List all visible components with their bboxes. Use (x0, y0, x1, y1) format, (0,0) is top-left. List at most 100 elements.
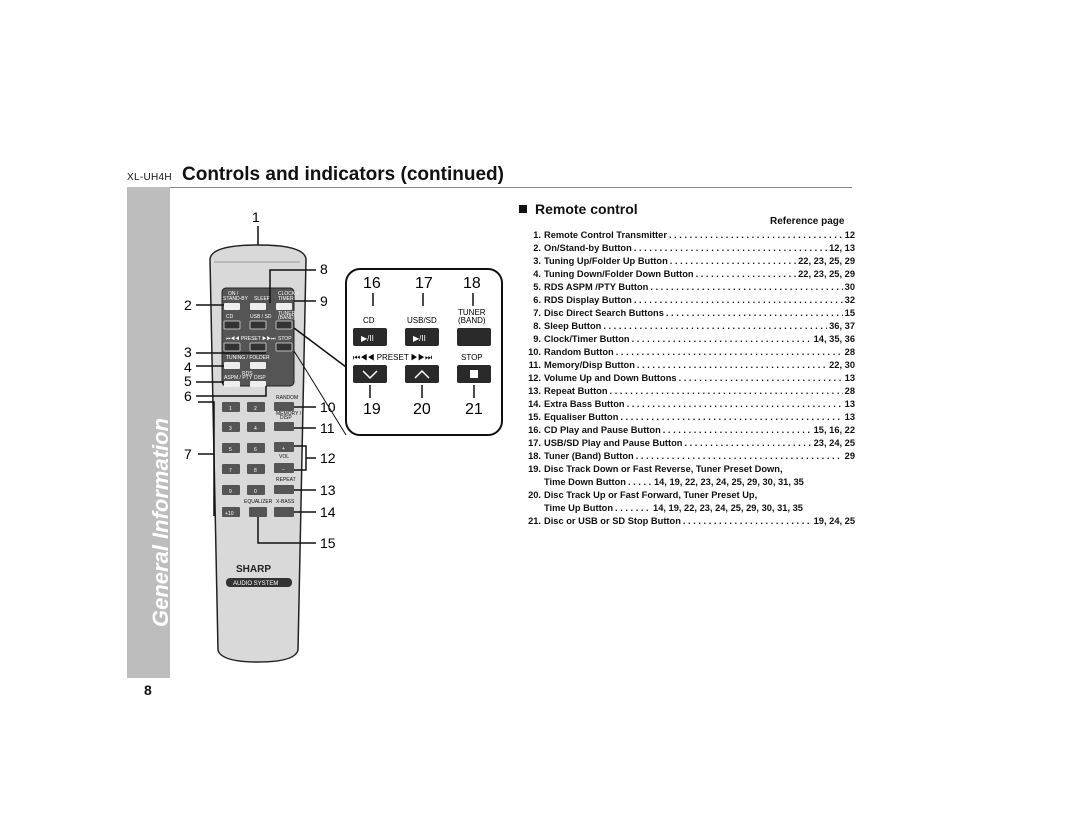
svg-text:▶/II: ▶/II (413, 334, 426, 343)
svg-text:ASPM / PTY: ASPM / PTY (224, 375, 253, 381)
svg-text:RDS: RDS (242, 371, 253, 377)
callout-19: 19 (363, 401, 381, 418)
callout-13: 13 (320, 482, 336, 498)
svg-text:⏮◀◀ PRESET ▶▶⏭: ⏮◀◀ PRESET ▶▶⏭ (226, 336, 276, 342)
remote-control-illustration: ON / STAND-BY SLEEP CLOCK / TIMER CD USB… (184, 209, 347, 663)
list-item: 13.Repeat Button28 (525, 385, 855, 398)
tuning-down-button[interactable] (224, 362, 240, 369)
svg-text:8: 8 (254, 468, 257, 474)
svg-text:−: − (282, 467, 285, 473)
sleep-button[interactable] (250, 303, 266, 310)
list-item: 5.RDS ASPM /PTY Button30 (525, 281, 855, 294)
svg-text:DISP: DISP (254, 375, 266, 381)
svg-text:CLOCK /: CLOCK / (278, 291, 299, 297)
inset-preset-up[interactable] (405, 365, 439, 383)
callout-12: 12 (320, 450, 336, 466)
svg-text:TUNING / FOLDER: TUNING / FOLDER (226, 355, 270, 361)
usb-play-pause-button[interactable] (249, 320, 267, 330)
chevron-down-icon (362, 370, 378, 380)
list-item: 10.Random Button28 (525, 346, 855, 359)
list-item: 4.Tuning Down/Folder Down Button22, 23, … (525, 268, 855, 281)
random-button[interactable] (274, 402, 294, 411)
chevron-up-icon (414, 369, 430, 379)
callout-6: 6 (184, 388, 192, 404)
svg-text:3: 3 (229, 426, 232, 432)
callout-4: 4 (184, 359, 192, 375)
rds-disp-button[interactable] (250, 381, 266, 387)
svg-text:DISP: DISP (280, 415, 292, 421)
digit-pad: 1 2 3 4 5 6 7 8 9 0 +10 (222, 402, 265, 517)
callout-21: 21 (465, 401, 483, 418)
tuner-band-button[interactable] (275, 320, 293, 330)
svg-text:TIMER: TIMER (278, 296, 294, 302)
svg-text:⏮◀◀ PRESET ▶▶⏭: ⏮◀◀ PRESET ▶▶⏭ (353, 353, 432, 362)
list-item-continuation: Time Down Button14, 19, 22, 23, 24, 25, … (525, 476, 855, 489)
list-item: 15.Equaliser Button13 (525, 411, 855, 424)
volume-down-button[interactable] (274, 463, 294, 473)
svg-text:AUDIO SYSTEM: AUDIO SYSTEM (233, 581, 278, 587)
svg-text:STAND-BY: STAND-BY (223, 296, 249, 302)
callout-17: 17 (415, 275, 433, 292)
list-item: 2.On/Stand-by Button12, 13 (525, 242, 855, 255)
reference-page-header: Reference page (770, 216, 845, 227)
list-item: 9.Clock/Timer Button14, 35, 36 (525, 333, 855, 346)
svg-text:(BAND): (BAND) (458, 316, 486, 325)
memory-disp-button[interactable] (274, 422, 294, 431)
svg-text:VOL: VOL (279, 454, 289, 460)
sharp-logo: SHARP (236, 564, 271, 575)
stop-square-icon (470, 370, 478, 378)
svg-text:USB/SD: USB/SD (407, 316, 437, 325)
section-sidebar: General Information (127, 187, 173, 678)
callout-1: 1 (252, 209, 260, 225)
x-bass-button[interactable] (274, 507, 294, 517)
svg-text:X-BASS: X-BASS (276, 499, 295, 505)
list-item: 6.RDS Display Button32 (525, 294, 855, 307)
list-item: 20.Disc Track Up or Fast Forward, Tuner … (528, 490, 758, 500)
button-inset: 16 17 18 CD USB/SD TUNER (BAND) ▶/II ▶/I… (345, 268, 503, 436)
inset-cd-play-pause[interactable] (353, 328, 387, 346)
equalizer-button[interactable] (249, 507, 267, 517)
inset-preset-down[interactable] (353, 365, 387, 383)
list-item: 18.Tuner (Band) Button29 (525, 450, 855, 463)
stop-button[interactable] (275, 342, 293, 352)
callout-3: 3 (184, 344, 192, 360)
svg-text:+: + (282, 446, 285, 452)
page-number: 8 (144, 682, 152, 698)
callout-14: 14 (320, 504, 336, 520)
callout-11: 11 (320, 420, 335, 436)
svg-text:TUNER: TUNER (458, 308, 486, 317)
svg-text:5: 5 (229, 447, 232, 453)
callout-20: 20 (413, 401, 431, 418)
svg-text:9: 9 (229, 489, 232, 495)
callout-5: 5 (184, 373, 192, 389)
volume-up-button[interactable] (274, 442, 294, 452)
svg-text:MEMORY /: MEMORY / (276, 411, 302, 417)
list-item: 3.Tuning Up/Folder Up Button22, 23, 25, … (525, 255, 855, 268)
inset-usb-play-pause[interactable] (405, 328, 439, 346)
repeat-button[interactable] (274, 485, 294, 494)
svg-text:6: 6 (254, 447, 257, 453)
clock-timer-button[interactable] (276, 303, 292, 310)
svg-text:REPEAT: REPEAT (276, 477, 296, 483)
section-heading: Remote control (519, 201, 638, 217)
tuning-up-button[interactable] (250, 362, 266, 369)
svg-text:USB / SD: USB / SD (250, 314, 272, 320)
on-standby-button[interactable] (224, 303, 240, 310)
audio-system-badge (226, 578, 292, 587)
preset-up-button[interactable] (249, 342, 267, 352)
callout-15: 15 (320, 535, 336, 551)
cd-play-pause-button[interactable] (223, 320, 241, 330)
aspm-pty-button[interactable] (224, 381, 240, 387)
square-bullet-icon (519, 205, 527, 213)
inset-tuner-band[interactable] (457, 328, 491, 346)
svg-text:4: 4 (254, 426, 257, 432)
list-item: 11.Memory/Disp Button22, 30 (525, 359, 855, 372)
callout-2: 2 (184, 297, 192, 313)
preset-down-button[interactable] (223, 342, 241, 352)
svg-text:STOP: STOP (278, 336, 292, 342)
list-item: 12.Volume Up and Down Buttons13 (525, 372, 855, 385)
svg-text:0: 0 (254, 489, 257, 495)
svg-text:7: 7 (229, 468, 232, 474)
svg-text:STOP: STOP (461, 353, 483, 362)
list-item: 21.Disc or USB or SD Stop Button19, 24, … (525, 515, 855, 528)
